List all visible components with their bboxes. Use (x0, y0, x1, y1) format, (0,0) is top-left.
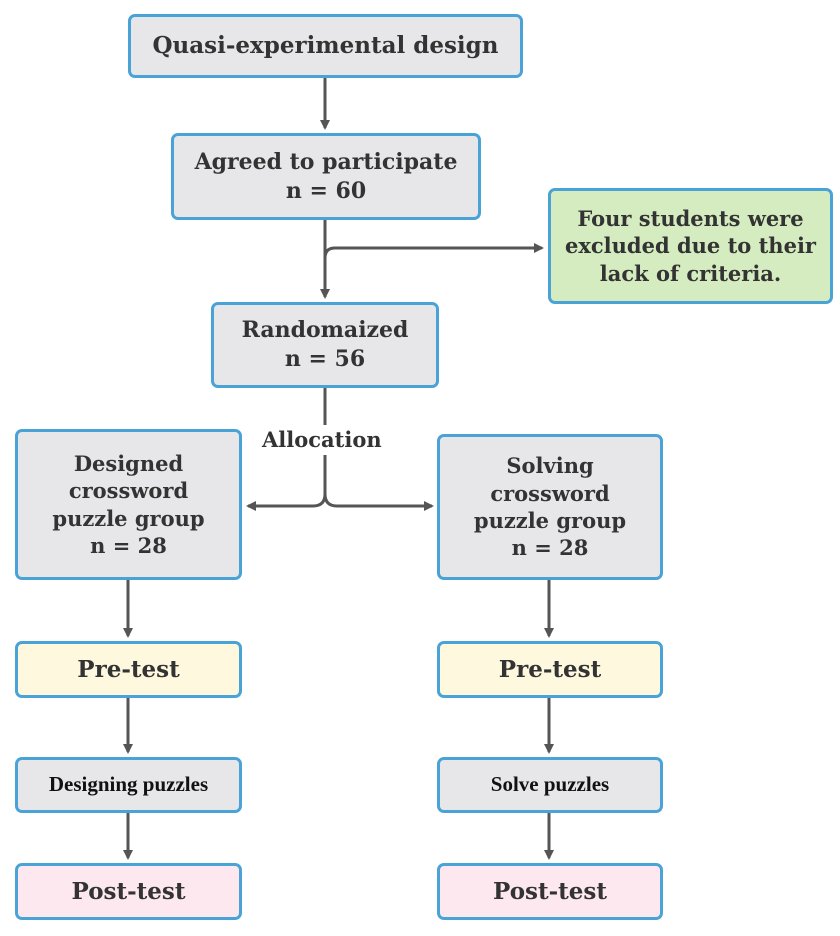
solving-group-line-3: puzzle group (473, 508, 627, 533)
randomized-box: Randomaized n = 56 (211, 302, 439, 388)
excluded-line-2: excluded due to their (565, 233, 816, 259)
randomized-n: n = 56 (284, 346, 366, 372)
designing-puzzles-label: Designing puzzles (48, 772, 209, 797)
quasi-experimental-design-label: Quasi-experimental design (152, 32, 499, 60)
solve-puzzles-label: Solve puzzles (490, 772, 610, 797)
designed-group-line-1: Designed (73, 450, 184, 476)
designing-puzzles-box: Designing puzzles (15, 757, 242, 813)
left-pretest-box: Pre-test (15, 641, 242, 698)
designed-group-line-2: crossword (68, 478, 189, 504)
quasi-experimental-design-box: Quasi-experimental design (128, 14, 523, 78)
agreed-label: Agreed to participate (194, 148, 458, 175)
right-pretest-box: Pre-test (437, 641, 663, 698)
right-posttest-label: Post-test (493, 877, 607, 905)
excluded-line-1: Four students were (577, 206, 804, 232)
agreed-n: n = 60 (285, 177, 367, 204)
right-pretest-label: Pre-test (498, 655, 602, 683)
designed-group-line-3: puzzle group (52, 505, 205, 531)
left-posttest-box: Post-test (15, 863, 242, 920)
randomized-label: Randomaized (241, 317, 409, 344)
solving-group-line-2: crossword (490, 480, 610, 506)
excluded-students-box: Four students were excluded due to their… (548, 188, 833, 304)
left-posttest-label: Post-test (71, 877, 186, 905)
right-posttest-box: Post-test (437, 863, 663, 920)
designed-group-box: Designed crossword puzzle group n = 28 (15, 429, 242, 580)
solving-group-line-1: Solving (506, 453, 594, 479)
left-pretest-label: Pre-test (77, 655, 180, 683)
solving-group-n: n = 28 (511, 535, 589, 561)
allocation-label: Allocation (262, 427, 382, 452)
designed-group-n: n = 28 (90, 532, 167, 558)
solving-group-box: Solving crossword puzzle group n = 28 (437, 434, 663, 580)
excluded-line-3: lack of criteria. (599, 260, 782, 286)
agreed-to-participate-box: Agreed to participate n = 60 (171, 133, 481, 220)
solve-puzzles-box: Solve puzzles (437, 757, 663, 813)
